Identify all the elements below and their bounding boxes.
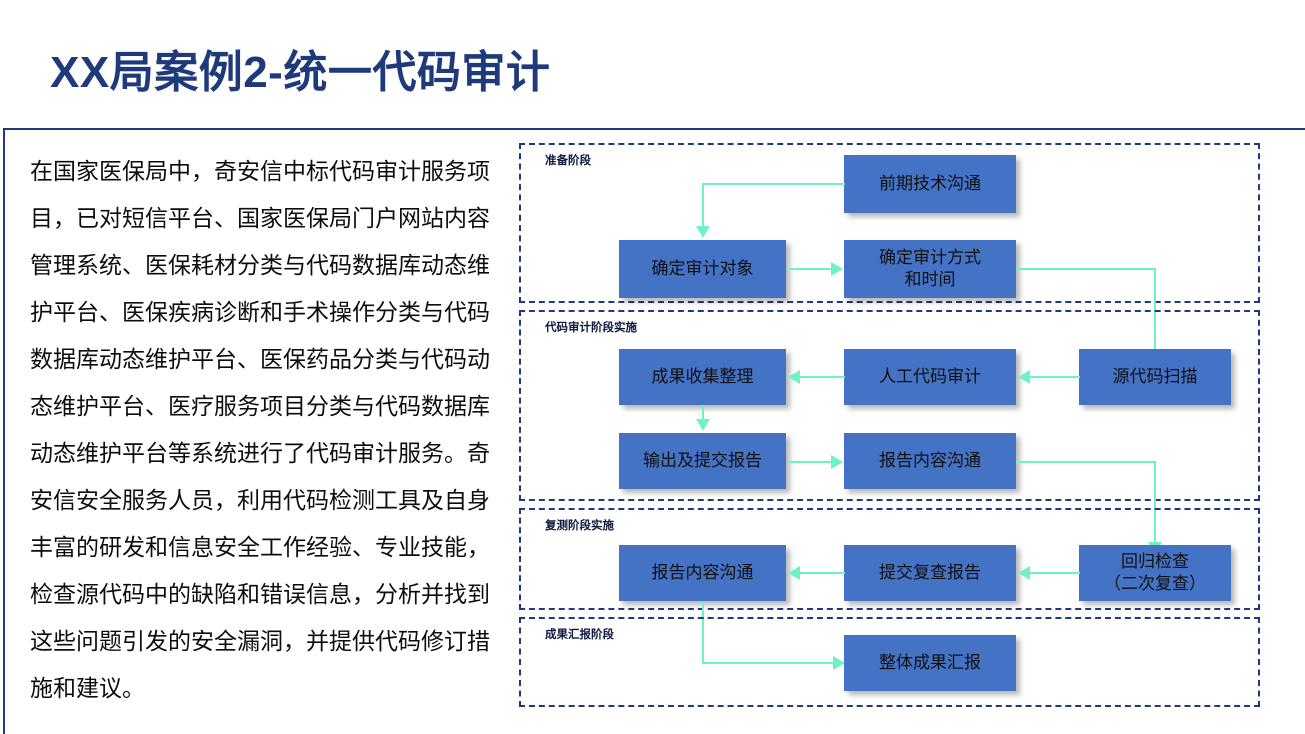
connector-method-to-scan-h [1016,268,1156,270]
connector-tech-to-target-h [702,183,845,185]
connector-regression-to-recheck-h [1030,572,1080,574]
node-regression-check[interactable]: 回归检查 （二次复查） [1079,545,1231,601]
connector-manual-to-collection-h [800,376,845,378]
connector-target-to-method-h [787,268,833,270]
phase-section-preparation: 准备阶段 [519,143,1260,303]
phase-label-reporting: 成果汇报阶段 [545,629,614,641]
process-flow-diagram: 准备阶段 前期技术沟通 确定审计对象 确定审计方式 和时间 代码审计阶段实施 成… [519,143,1261,709]
connector-output-to-comm-h [787,461,833,463]
connector-recheck-to-comm-h [800,572,845,574]
arrow-into-report-content-comm [831,455,843,469]
node-manual-code-audit[interactable]: 人工代码审计 [844,349,1016,405]
node-submit-recheck-report[interactable]: 提交复查报告 [844,545,1016,601]
phase-label-preparation: 准备阶段 [545,155,591,167]
page-title: XX局案例2-统一代码审计 [50,48,551,97]
node-early-tech-comm[interactable]: 前期技术沟通 [844,155,1016,213]
node-determine-audit-method-time[interactable]: 确定审计方式 和时间 [844,240,1016,298]
phase-section-reporting: 成果汇报阶段 [519,617,1260,707]
node-report-content-comm[interactable]: 报告内容沟通 [844,433,1016,489]
phase-section-retest: 复测阶段实施 [519,508,1260,610]
connector-comm-to-regression-h [1016,461,1156,463]
header-divider [3,128,1305,130]
body-paragraph: 在国家医保局中，奇安信中标代码审计服务项目，已对短信平台、国家医保局门户网站内容… [30,158,490,701]
arrow-into-submit-recheck-report [1018,566,1030,580]
connector-comm-to-regression-v [1154,461,1156,544]
node-source-code-scan[interactable]: 源代码扫描 [1079,349,1231,405]
connector-tech-to-target-v [702,183,704,228]
connector-scan-to-manual-h [1030,376,1080,378]
connector-comm2-to-overall-v [702,601,704,664]
node-determine-audit-target[interactable]: 确定审计对象 [619,240,786,298]
phase-label-retest: 复测阶段实施 [545,520,614,532]
arrow-into-output-submit-report [696,419,710,431]
connector-collection-to-output-v [702,405,704,420]
node-output-submit-report[interactable]: 输出及提交报告 [619,433,786,489]
arrow-into-manual-code-audit [1018,370,1030,384]
arrow-into-determine-audit-target [696,226,710,238]
node-result-collection[interactable]: 成果收集整理 [619,349,786,405]
phase-section-code-audit: 代码审计阶段实施 [519,310,1260,501]
arrow-into-determine-audit-method [831,262,843,276]
node-overall-result-report[interactable]: 整体成果汇报 [844,635,1016,691]
arrow-into-overall-result-report [833,656,845,670]
connector-comm2-to-overall-h [702,662,835,664]
phase-label-code-audit: 代码审计阶段实施 [545,322,637,334]
arrow-into-report-content-comm-2 [788,566,800,580]
left-border-line [3,128,5,734]
arrow-into-result-collection [788,370,800,384]
node-report-content-comm-2[interactable]: 报告内容沟通 [619,545,786,601]
